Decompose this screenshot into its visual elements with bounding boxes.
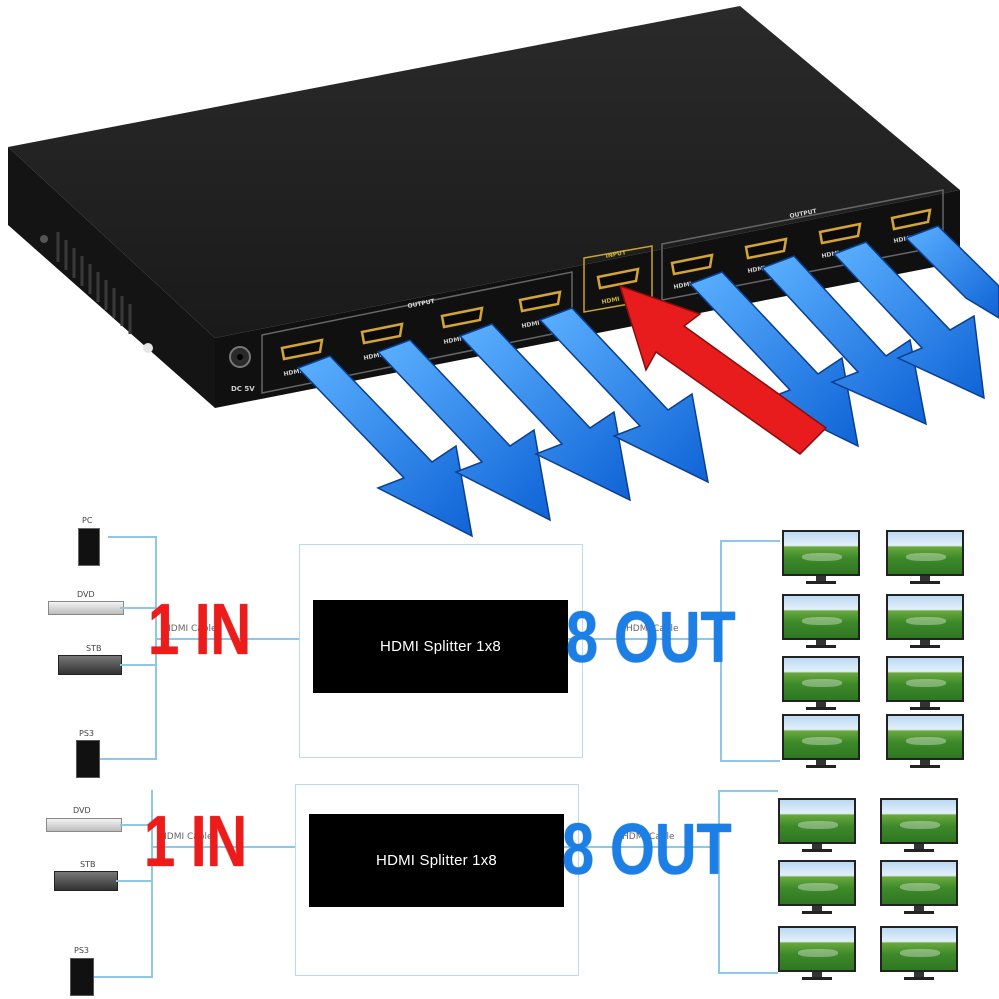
tv-icon xyxy=(886,530,964,586)
stb-icon xyxy=(54,871,118,891)
hdmi-output-port-7 xyxy=(818,222,862,245)
source-label-stb: STB xyxy=(86,644,102,653)
tv-icon xyxy=(886,714,964,770)
svg-text:HDMI: HDMI xyxy=(747,265,766,275)
tv-icon xyxy=(886,656,964,712)
output-arrow-2 xyxy=(376,339,552,522)
device-left-end xyxy=(8,147,215,408)
svg-text:HDMI: HDMI xyxy=(283,368,302,378)
tv-icon xyxy=(782,530,860,586)
splitter-box: HDMI Splitter 1x8 xyxy=(313,600,568,693)
svg-text:HDMI: HDMI xyxy=(521,320,540,330)
cable-label-in: HDMI Cable xyxy=(160,832,213,842)
cable-label-out: HDMI Cable xyxy=(622,832,675,842)
tv-icon xyxy=(880,798,958,854)
dvd-icon xyxy=(46,818,122,832)
source-label-ps3: PS3 xyxy=(79,729,94,738)
source-label-pc: PC xyxy=(82,516,93,525)
source-label-dvd: DVD xyxy=(73,806,91,815)
input-arrow xyxy=(618,284,828,455)
cable-label-out: HDMI Cable xyxy=(626,624,679,634)
svg-text:INPUT: INPUT xyxy=(605,249,627,260)
out-count-label: 8 OUT xyxy=(562,810,732,890)
device-top-face xyxy=(8,6,960,338)
svg-text:HDMI: HDMI xyxy=(673,281,692,291)
hdmi-output-port-1 xyxy=(280,338,324,361)
tv-icon xyxy=(782,656,860,712)
cable-label-in: HDMI Cable xyxy=(164,624,217,634)
source-label-dvd: DVD xyxy=(77,590,95,599)
source-label-stb: STB xyxy=(80,860,96,869)
in-count-label: 1 IN xyxy=(148,590,251,670)
hdmi-output-port-5 xyxy=(670,253,714,276)
hdmi-splitter-device: DC 5V OUTPUT INPUT OUTPUT HDMI HDMI HDMI… xyxy=(8,6,999,538)
tv-icon xyxy=(886,594,964,650)
ps3-icon xyxy=(76,740,100,778)
output-arrow-8 xyxy=(904,225,999,319)
svg-text:HDMI: HDMI xyxy=(363,352,382,362)
hdmi-output-port-3 xyxy=(440,306,484,329)
svg-text:HDMI: HDMI xyxy=(601,296,620,306)
dvd-icon xyxy=(48,601,124,615)
tv-icon xyxy=(778,860,856,916)
ps3-icon xyxy=(70,958,94,996)
in-count-label: 1 IN xyxy=(144,802,247,882)
svg-text:DC 5V: DC 5V xyxy=(231,385,255,393)
output-arrow-1 xyxy=(296,355,474,538)
hdmi-output-port-4 xyxy=(518,290,562,313)
hdmi-output-port-8 xyxy=(890,208,932,231)
hdmi-input-port xyxy=(596,267,640,290)
output-arrow-5 xyxy=(688,271,860,448)
tv-icon xyxy=(778,798,856,854)
splitter-box: HDMI Splitter 1x8 xyxy=(309,814,564,907)
svg-text:HDMI: HDMI xyxy=(893,235,912,245)
tv-icon xyxy=(880,926,958,982)
output-arrow-4 xyxy=(538,307,710,484)
hdmi-output-port-6 xyxy=(744,237,788,260)
svg-text:HDMI: HDMI xyxy=(821,250,840,260)
hdmi-output-port-2 xyxy=(360,322,404,345)
pc-icon xyxy=(78,528,100,566)
tv-icon xyxy=(880,860,958,916)
svg-text:HDMI: HDMI xyxy=(443,336,462,346)
stb-icon xyxy=(58,655,122,675)
output-arrow-7 xyxy=(832,241,985,400)
tv-icon xyxy=(782,714,860,770)
tv-icon xyxy=(782,594,860,650)
tv-icon xyxy=(778,926,856,982)
out-count-label: 8 OUT xyxy=(566,598,736,678)
source-label-ps3: PS3 xyxy=(74,946,89,955)
output-arrow-3 xyxy=(458,323,632,502)
output-arrow-6 xyxy=(760,255,928,426)
